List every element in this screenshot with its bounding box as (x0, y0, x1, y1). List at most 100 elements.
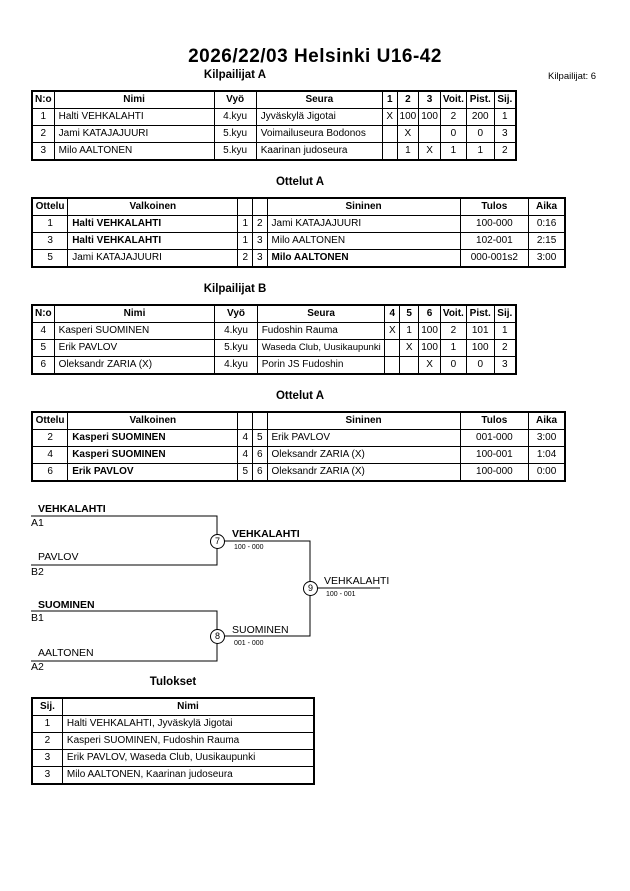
table-row: 2 Kasperi SUOMINEN 4 5 Erik PAVLOV 001-0… (31, 429, 566, 447)
cell: 3 (31, 749, 63, 767)
cell: 3 (31, 766, 63, 785)
cell: 3 (493, 356, 517, 375)
cell: 6 (252, 463, 268, 482)
pool-a-table: N:o Nimi Vyö Seura 1 2 3 Voit. Pist. Sij… (31, 90, 517, 161)
cell (399, 356, 420, 375)
bracket-line-sf2-winner (217, 588, 311, 637)
cell: 2 (493, 142, 517, 161)
cell: 5.kyu (213, 142, 257, 161)
cell: Kasperi SUOMINEN, Fudoshin Rauma (61, 732, 315, 750)
cell-winner: Halti VEHKALAHTI (67, 232, 239, 250)
table-row: 5 Erik PAVLOV 5.kyu Waseda Club, Uusikau… (31, 339, 517, 357)
table-row: 1 Halti VEHKALAHTI 4.kyu Jyväskylä Jigot… (31, 108, 517, 126)
sf1-bottom-seed: B2 (31, 566, 44, 578)
col-name: Nimi (61, 697, 315, 716)
cell: X (396, 125, 420, 143)
table-row: 6 Oleksandr ZARIA (X) 4.kyu Porin JS Fud… (31, 356, 517, 375)
table-row: 1 Halti VEHKALAHTI 1 2 Jami KATAJAJUURI … (31, 215, 566, 233)
cell: Kaarinan judoseura (255, 142, 383, 161)
cell: Jami KATAJAJUURI (67, 249, 239, 268)
table-row: 5 Jami KATAJAJUURI 2 3 Milo AALTONEN 000… (31, 249, 566, 268)
results-table: Sij. Nimi 1 Halti VEHKALAHTI, Jyväskylä … (31, 697, 315, 785)
final-score: 100 - 001 (326, 591, 356, 598)
sf1-match-number: 7 (210, 534, 225, 549)
col-no: N:o (31, 90, 55, 109)
matches-a-header-row: Ottelu Valkoinen Sininen Tulos Aika (31, 197, 566, 216)
final-winner: VEHKALAHTI (324, 575, 390, 587)
pool-b-title: Kilpailijat B (203, 283, 267, 295)
cell: 3 (31, 142, 55, 161)
matches-a-table: Ottelu Valkoinen Sininen Tulos Aika 1 Ha… (31, 197, 566, 268)
sf1-bottom-name: PAVLOV (38, 551, 79, 563)
cell: 100 (465, 339, 495, 357)
cell: 0 (439, 356, 467, 375)
sf2-winner: SUOMINEN (232, 624, 289, 636)
sf1-top-name: VEHKALAHTI (38, 503, 106, 515)
table-row: 2 Jami KATAJAJUURI 5.kyu Voimailuseura B… (31, 125, 517, 143)
table-row: 6 Erik PAVLOV 5 6 Oleksandr ZARIA (X) 10… (31, 463, 566, 482)
cell: 2:15 (528, 232, 566, 250)
cell: 1 (31, 715, 63, 733)
cell: 4.kyu (214, 356, 258, 375)
cell: 1 (465, 142, 495, 161)
cell-winner: Kasperi SUOMINEN (67, 446, 239, 464)
cell-winner: Milo AALTONEN (266, 249, 461, 268)
sf1-top-seed: A1 (31, 517, 44, 529)
cell: 2 (31, 732, 63, 750)
sf2-bottom-seed: A2 (31, 661, 44, 673)
cell: 1:04 (528, 446, 566, 464)
cell: 4 (237, 446, 253, 464)
table-row: 3 Milo AALTONEN, Kaarinan judoseura (31, 766, 315, 785)
cell: 0 (439, 125, 467, 143)
page-title: 2026/22/03 Helsinki U16-42 (188, 46, 442, 67)
cell: Erik PAVLOV (53, 339, 216, 357)
sf1-winner: VEHKALAHTI (232, 528, 300, 540)
cell: 0 (465, 356, 495, 375)
sf2-top-name: SUOMINEN (38, 599, 95, 611)
table-row: 4 Kasperi SUOMINEN 4 6 Oleksandr ZARIA (… (31, 446, 566, 464)
cell: 6 (31, 356, 55, 375)
table-row: 3 Milo AALTONEN 5.kyu Kaarinan judoseura… (31, 142, 517, 161)
final-match-number: 9 (303, 581, 318, 596)
table-row: 1 Halti VEHKALAHTI, Jyväskylä Jigotai (31, 715, 315, 733)
cell: 3:00 (528, 249, 566, 268)
cell: 1 (439, 142, 467, 161)
pool-b-table: N:o Nimi Vyö Seura 4 5 6 Voit. Pist. Sij… (31, 304, 517, 375)
col-wins: Voit. (439, 90, 467, 109)
sf2-score: 001 - 000 (234, 640, 264, 647)
bracket-line-sf1-winner (217, 540, 311, 629)
cell: Oleksandr ZARIA (X) (266, 446, 461, 464)
sf1-score: 100 - 000 (234, 544, 264, 551)
cell: X (399, 339, 420, 357)
sf2-bottom-name: AALTONEN (38, 647, 94, 659)
sf2-top-seed: B1 (31, 612, 44, 624)
cell: 1 (439, 339, 467, 357)
cell: Halti VEHKALAHTI, Jyväskylä Jigotai (61, 715, 315, 733)
cell: Erik PAVLOV, Waseda Club, Uusikaupunki (61, 749, 315, 767)
cell: 5.kyu (213, 125, 257, 143)
cell: 000-001s2 (459, 249, 530, 268)
cell: 5 (31, 339, 55, 357)
table-row: 3 Erik PAVLOV, Waseda Club, Uusikaupunki (31, 749, 315, 767)
results-header-row: Sij. Nimi (31, 697, 315, 716)
cell: Oleksandr ZARIA (X) (266, 463, 461, 482)
cell: Milo AALTONEN (266, 232, 461, 250)
cell: Milo AALTONEN, Kaarinan judoseura (61, 766, 315, 785)
cell: Porin JS Fudoshin (256, 356, 386, 375)
competitor-count: Kilpailijat: 6 (548, 71, 597, 82)
matches-a-title: Ottelut A (275, 176, 325, 188)
results-title: Tulokset (149, 676, 197, 688)
cell: Voimailuseura Bodonos (255, 125, 383, 143)
table-row: 2 Kasperi SUOMINEN, Fudoshin Rauma (31, 732, 315, 750)
cell: 2 (31, 125, 55, 143)
table-row: 3 Halti VEHKALAHTI 1 3 Milo AALTONEN 102… (31, 232, 566, 250)
cell-winner: Erik PAVLOV (67, 463, 239, 482)
col-place: Sij. (31, 697, 63, 716)
matches-b-title: Ottelut A (275, 390, 325, 402)
cell: 3 (493, 125, 517, 143)
matches-b-table: Ottelu Valkoinen Sininen Tulos Aika 2 Ka… (31, 411, 566, 482)
cell: 5.kyu (214, 339, 258, 357)
cell: 2 (493, 339, 517, 357)
sf2-match-number: 8 (210, 629, 225, 644)
cell: 100-000 (459, 463, 530, 482)
